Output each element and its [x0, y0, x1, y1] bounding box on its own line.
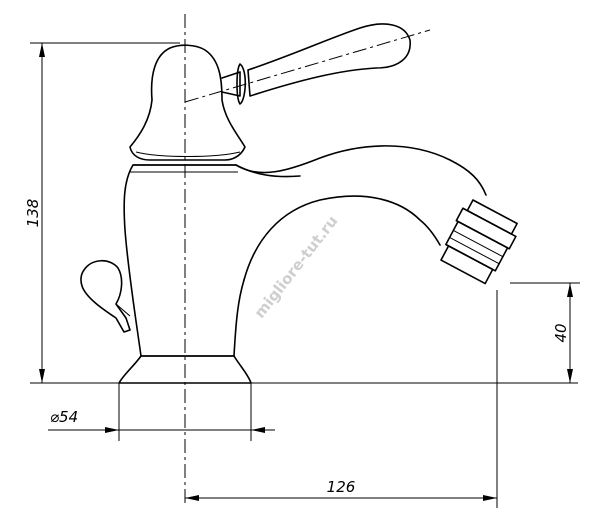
dim-40-arrow-top — [567, 283, 573, 297]
spout-bottom — [243, 195, 441, 281]
pop-up-knob — [80, 259, 131, 333]
lever-axis — [184, 29, 431, 103]
dim-126-arrow-left — [185, 495, 199, 501]
dim-138-label: 138 — [24, 199, 42, 228]
spout-top — [235, 145, 487, 196]
diameter-value: 54 — [59, 408, 78, 426]
dim-54-label: ⌀54 — [50, 408, 78, 426]
dim-138-arrow-bottom — [39, 369, 45, 383]
lever-stem — [221, 71, 241, 97]
dim-54-arrow-right — [251, 427, 265, 433]
pop-up-rod — [115, 303, 131, 317]
aerator — [440, 199, 518, 285]
lever-collar — [236, 63, 247, 105]
cap-bottom-edge — [135, 151, 241, 157]
body-right-side — [233, 279, 245, 357]
dim-54-arrow-left — [105, 427, 119, 433]
dim-126-arrow-right — [483, 495, 497, 501]
lever-grip — [247, 23, 411, 97]
cartridge-cap — [129, 44, 246, 161]
watermark: migliore-tut.ru — [251, 212, 342, 321]
dim-138-arrow-top — [39, 43, 45, 57]
diameter-symbol: ⌀ — [50, 408, 59, 426]
faucet-body — [123, 164, 301, 357]
dim-126-label: 126 — [327, 478, 356, 496]
dim-40-arrow-bottom — [567, 369, 573, 383]
dim-40-label: 40 — [552, 323, 570, 342]
